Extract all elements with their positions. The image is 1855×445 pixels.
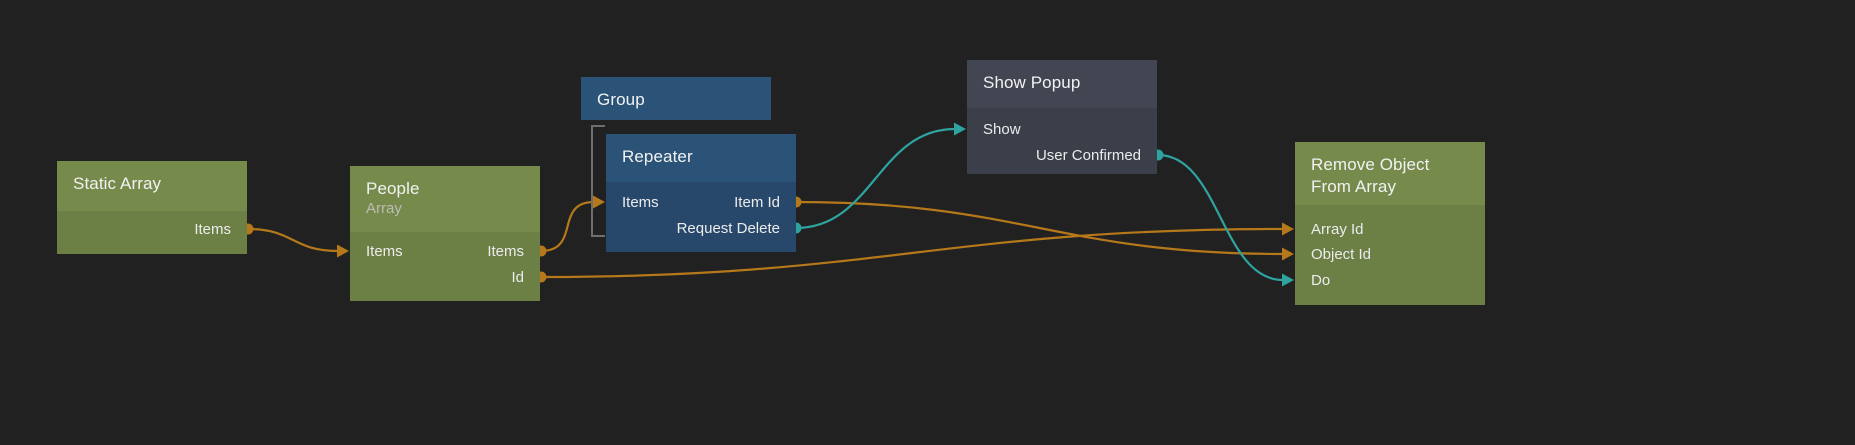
node-title-static-array: Static Array [73, 174, 162, 193]
connection-repeater-request-delete-to-show-popup-show[interactable] [790, 122, 967, 234]
wire-target-arrow [1282, 247, 1294, 261]
wire-target-arrow [1282, 222, 1294, 236]
node-header-group[interactable]: Group [581, 77, 771, 120]
port-in-object-id-remove-object-from-array[interactable]: Object Id [1295, 242, 1485, 267]
connection-static-array-items-to-people-items[interactable] [242, 223, 350, 258]
connection-repeater-item-id-to-remove-object-id[interactable] [790, 196, 1295, 261]
connection-show-popup-user-confirmed-to-remove-do[interactable] [1152, 149, 1295, 287]
wire-path [540, 200, 595, 253]
port-out-id-people[interactable]: Id [350, 265, 540, 290]
port-label: Id [511, 269, 524, 286]
port-in-show-show-popup[interactable]: Show [967, 117, 1157, 142]
port-in-items-repeater[interactable]: Items [606, 190, 796, 215]
port-label: Item Id [734, 194, 780, 211]
port-label: User Confirmed [1035, 147, 1141, 164]
wire-target-arrow [954, 122, 966, 136]
port-out-items-static-array[interactable]: Items [57, 217, 247, 242]
node-header-show-popup[interactable]: Show Popup [967, 60, 1157, 108]
port-in-do-remove-object-from-array[interactable]: Do [1295, 268, 1485, 293]
wire-path [1157, 153, 1284, 282]
port-label: Object Id [1311, 246, 1372, 263]
node-header-remove-object-from-array[interactable]: Remove Object From Array [1295, 142, 1485, 205]
node-title-remove-object-from-array: Remove Object From Array [1311, 155, 1430, 196]
port-in-items-people[interactable]: Items [350, 239, 540, 264]
port-label: Request Delete [676, 220, 780, 237]
node-group[interactable]: Group [581, 77, 771, 120]
port-label: Show [983, 121, 1021, 138]
port-out-user-confirmed-show-popup[interactable]: User Confirmed [967, 143, 1157, 168]
node-header-static-array[interactable]: Static Array [57, 161, 247, 211]
port-out-request-delete-repeater[interactable]: Request Delete [606, 216, 796, 241]
node-subtitle-people: Array [366, 200, 402, 217]
node-title-show-popup: Show Popup [983, 73, 1081, 92]
port-label: Items [487, 243, 524, 260]
wire-path [795, 200, 1284, 256]
port-label: Items [366, 243, 403, 260]
wire-path [247, 227, 339, 253]
node-body-repeater: Items Item Id Request Delete [606, 182, 796, 252]
group-bracket [591, 125, 605, 237]
port-label: Do [1311, 272, 1331, 289]
port-label: Items [622, 194, 659, 211]
node-title-group: Group [597, 90, 645, 109]
port-out-items-people[interactable]: Items [350, 239, 540, 264]
port-in-array-id-remove-object-from-array[interactable]: Array Id [1295, 217, 1485, 242]
node-header-repeater[interactable]: Repeater [606, 134, 796, 182]
port-out-item-id-repeater[interactable]: Item Id [606, 190, 796, 215]
port-label: Array Id [1311, 221, 1364, 238]
node-title-repeater: Repeater [622, 147, 693, 166]
wire-path [795, 127, 956, 230]
wire-target-arrow [1282, 273, 1294, 287]
node-title-people: People [366, 179, 420, 198]
node-body-static-array: Items [57, 211, 247, 254]
wire-target-arrow [337, 244, 349, 258]
node-body-remove-object-from-array: Array Id Object Id Do [1295, 205, 1485, 305]
port-label: Items [194, 221, 231, 238]
